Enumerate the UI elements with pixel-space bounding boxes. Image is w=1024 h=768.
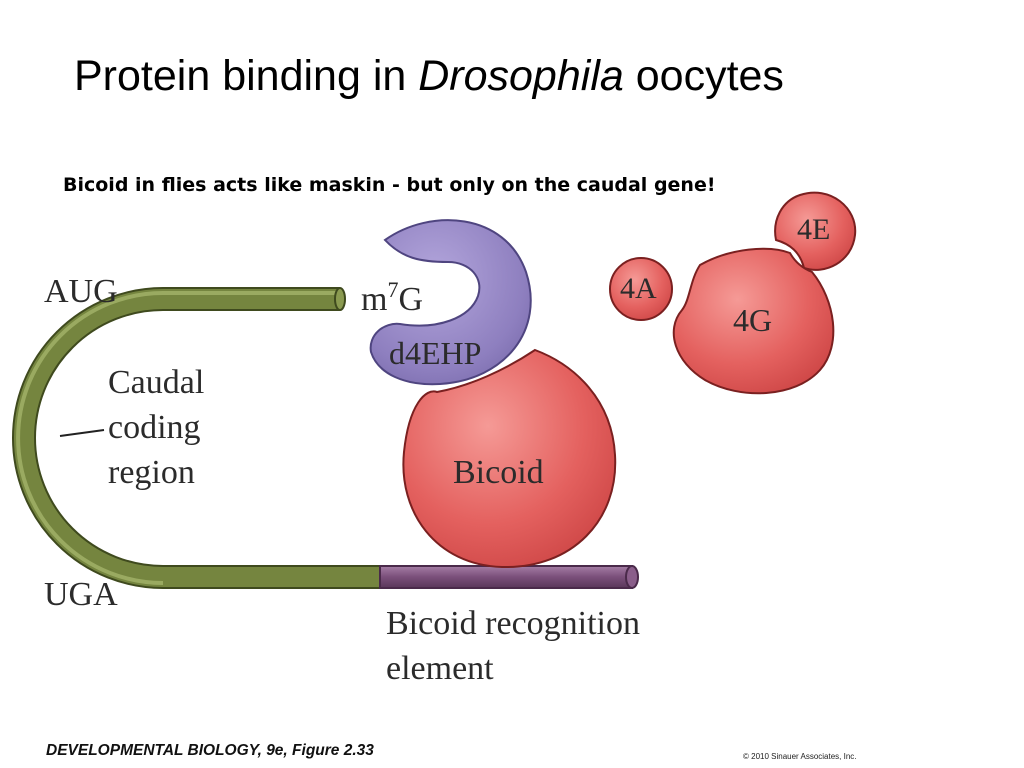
coding-label-line2: coding [108,409,201,446]
coding-label-line1: Caudal [108,364,204,401]
eif4e-protein [774,191,857,271]
slide-subtitle: Bicoid in flies acts like maskin - but o… [63,174,716,196]
coding-region-pointer [59,429,105,437]
d4ehp-protein [369,219,532,386]
mrna-5prime-end [334,287,346,311]
mrna-strand [14,289,385,587]
eif4e-label: 4E [797,213,830,246]
coding-label-line3: region [108,454,195,491]
figure-caption: DEVELOPMENTAL BIOLOGY, 9e, Figure 2.33 [46,742,374,760]
d4ehp-label: d4EHP [389,335,481,371]
eif4g-protein [672,247,835,395]
bre-label-line2: element [386,650,494,687]
bicoid-label: Bicoid [453,454,544,491]
slide-title: Protein binding in Drosophila oocytes [74,48,784,104]
title-suffix: oocytes [623,52,784,100]
uga-label: UGA [44,576,118,613]
m7g-g: G [398,281,423,318]
m7g-superscript: 7 [387,277,398,302]
m7g-cap-label: m7G [361,277,423,318]
aug-label: AUG [44,273,118,310]
mrna-highlight [16,291,340,585]
eif4a-protein [609,257,673,321]
m7g-m: m [361,281,387,318]
eif4a-label: 4A [620,272,657,305]
bicoid-protein [402,348,617,569]
title-italic-species: Drosophila [418,52,624,100]
bicoid-recognition-element [379,565,633,589]
caption-book-title: DEVELOPMENTAL BIOLOGY [46,742,258,759]
copyright-notice: © 2010 Sinauer Associates, Inc. [743,752,857,761]
caption-rest: , 9e, Figure 2.33 [257,742,374,759]
bre-3prime-end [625,565,639,589]
title-prefix: Protein binding in [74,52,419,100]
eif4g-label: 4G [733,302,772,338]
bre-label-line1: Bicoid recognition [386,605,640,642]
